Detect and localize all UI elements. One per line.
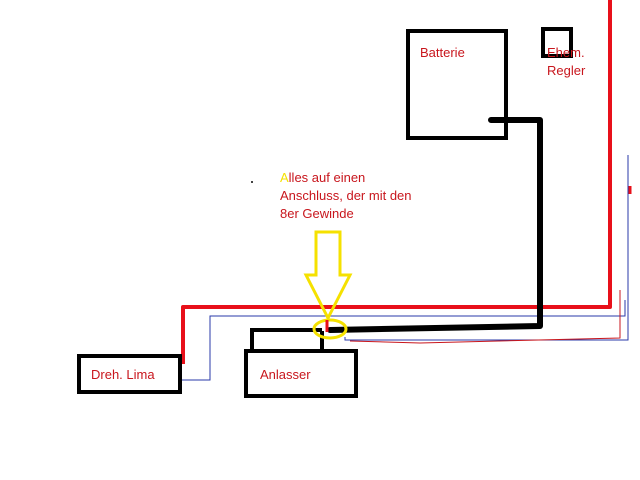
thin-blue-wire xyxy=(180,300,626,381)
battery-box xyxy=(406,29,508,140)
alternator-label: Dreh. Lima xyxy=(91,367,155,382)
battery-label: Batterie xyxy=(420,45,465,60)
thin-red-wire-right xyxy=(349,290,621,344)
starter-box xyxy=(244,349,358,398)
ground-black-wire xyxy=(327,117,543,333)
annotation-note: Alles auf einen Anschluss, der mit den 8… xyxy=(280,169,412,223)
positive-red-wire xyxy=(181,0,612,364)
old-regulator-box xyxy=(541,27,573,58)
annotation-line-1-rest: lles auf einen xyxy=(288,170,366,185)
yellow-arrow-icon xyxy=(303,230,353,322)
stray-dot xyxy=(251,181,253,183)
starter-label: Anlasser xyxy=(260,367,311,382)
old-regulator-label-line1: Ehem. xyxy=(547,45,585,60)
annotation-first-letter: A xyxy=(280,170,289,185)
thin-blue-wire-right xyxy=(344,155,629,341)
annotation-line-1: Alles auf einen xyxy=(280,169,412,187)
annotation-line-3: 8er Gewinde xyxy=(280,206,354,221)
connection-highlight-ellipse xyxy=(312,318,348,340)
alternator-box xyxy=(77,354,182,394)
starter-bracket xyxy=(250,328,322,350)
annotation-line-2: Anschluss, der mit den xyxy=(280,188,412,203)
old-regulator-label-line2: Regler xyxy=(547,63,586,78)
